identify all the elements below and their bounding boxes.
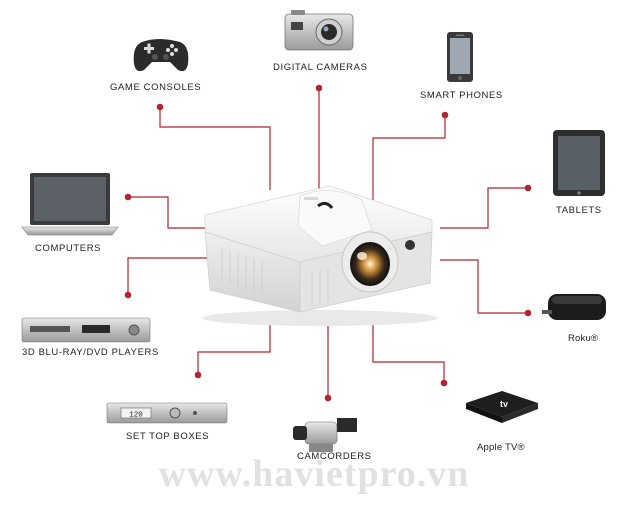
connector-appletv	[372, 318, 445, 383]
label-appletv: Apple TV®	[477, 442, 525, 453]
camcorder-icon	[293, 418, 357, 452]
watermark-text: www.havietpro.vn	[158, 453, 470, 495]
dot-smart-phones	[441, 111, 449, 119]
label-tablets: TABLETS	[556, 205, 602, 216]
dot-game-consoles	[156, 103, 164, 111]
dot-computers	[124, 193, 132, 201]
dot-settop	[194, 371, 202, 379]
label-settop: SET TOP BOXES	[126, 431, 210, 442]
apple-tv-logo: tv	[500, 399, 508, 409]
set-top-box-icon: 120	[106, 402, 228, 424]
tablet-icon	[553, 130, 605, 196]
label-camcorders: CAMCORDERS	[297, 451, 372, 462]
apple-tv-icon: tv	[466, 391, 538, 423]
bluray-player-icon	[21, 317, 151, 343]
label-roku: Roku®	[568, 333, 599, 344]
connector-lines	[127, 88, 528, 398]
label-computers: COMPUTERS	[35, 243, 102, 254]
label-digital-cameras: DIGITAL CAMERAS	[273, 62, 368, 73]
connector-dots	[124, 84, 532, 402]
label-game-consoles: GAME CONSOLES	[110, 82, 202, 93]
label-bluray: 3D BLU-RAY/DVD PLAYERS	[22, 347, 159, 358]
laptop-icon	[21, 173, 119, 236]
projector-icon	[202, 185, 438, 326]
connector-tablets	[440, 187, 528, 229]
label-smart-phones: SMART PHONES	[420, 90, 503, 101]
connector-roku	[440, 259, 528, 314]
set-top-box-display: 120	[129, 412, 143, 420]
connector-smart-phones	[372, 115, 446, 200]
connector-game-consoles	[159, 107, 271, 190]
dot-appletv	[440, 379, 448, 387]
roku-box-icon	[542, 294, 606, 320]
dot-tablets	[524, 184, 532, 192]
connector-settop	[197, 318, 271, 375]
camera-icon	[284, 10, 354, 51]
smartphone-icon	[447, 32, 473, 82]
connector-bluray	[127, 257, 215, 295]
dot-camcorders	[324, 394, 332, 402]
dot-roku	[524, 309, 532, 317]
dot-digital-cameras	[315, 84, 323, 92]
connector-computers	[128, 196, 205, 229]
gamepad-icon	[133, 39, 189, 72]
dot-bluray	[124, 291, 132, 299]
